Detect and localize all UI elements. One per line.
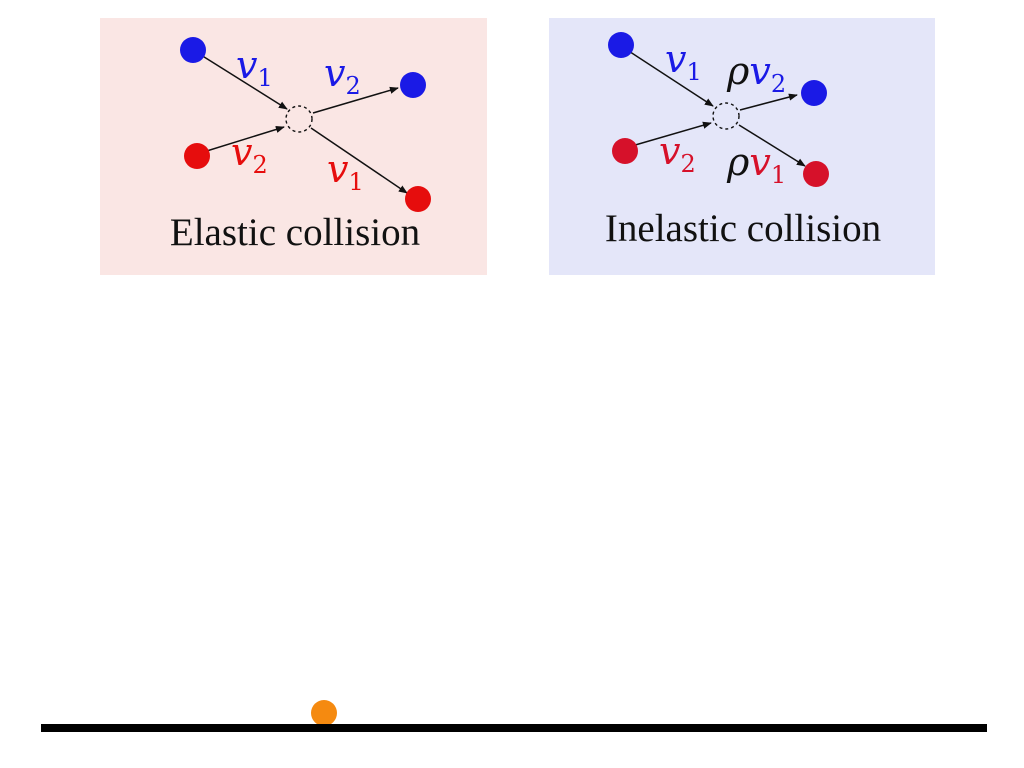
elastic-blue-particle-in bbox=[180, 37, 206, 63]
inelastic-label-out-top: ρv2 bbox=[726, 49, 786, 98]
elastic-label-out-top: v2 bbox=[324, 51, 361, 100]
inelastic-arrow-in-top bbox=[620, 45, 714, 107]
inelastic-blue-particle-out bbox=[801, 80, 827, 106]
inelastic-label-in-bottom: v2 bbox=[659, 129, 696, 178]
inelastic-arrow-out-bottom bbox=[738, 124, 806, 167]
inelastic-collision-point bbox=[712, 102, 740, 130]
elastic-label-in-bottom: v2 bbox=[231, 130, 268, 179]
elastic-arrow-out-top bbox=[312, 86, 399, 114]
elastic-panel-background bbox=[100, 18, 487, 275]
inelastic-red-particle-out bbox=[803, 161, 829, 187]
elastic-arrow-out-bottom bbox=[310, 127, 408, 194]
elastic-red-particle-out bbox=[405, 186, 431, 212]
elastic-label-in-top: v1 bbox=[236, 43, 273, 92]
ground-line bbox=[41, 724, 987, 732]
elastic-arrow-in-top bbox=[192, 49, 288, 110]
elastic-red-particle-in bbox=[184, 143, 210, 169]
inelastic-blue-particle-in bbox=[608, 32, 634, 58]
inelastic-label-out-bottom: ρv1 bbox=[726, 140, 786, 189]
elastic-panel: v1 v2 v2 v1 Elastic collision bbox=[100, 18, 487, 275]
inelastic-arrow-out-top bbox=[739, 93, 798, 111]
inelastic-red-particle-in bbox=[612, 138, 638, 164]
inelastic-label-in-top: v1 bbox=[665, 37, 702, 86]
inelastic-panel: v1 ρv2 v2 ρv1 Inelastic collision bbox=[549, 18, 935, 275]
elastic-label-out-bottom: v1 bbox=[327, 147, 364, 196]
elastic-arrow-in-bottom bbox=[196, 125, 285, 155]
inelastic-arrow-in-bottom bbox=[624, 121, 712, 149]
elastic-blue-particle-out bbox=[400, 72, 426, 98]
inelastic-caption: Inelastic collision bbox=[605, 207, 881, 250]
elastic-caption: Elastic collision bbox=[170, 211, 420, 254]
ball bbox=[311, 700, 337, 726]
elastic-collision-point bbox=[285, 105, 313, 133]
